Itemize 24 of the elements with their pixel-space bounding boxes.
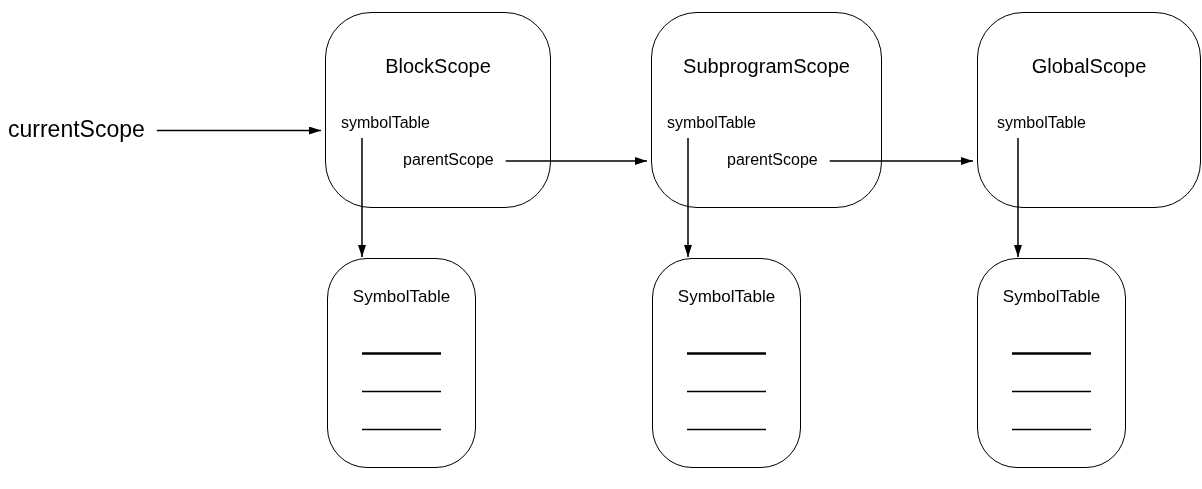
arrow	[156, 126, 322, 135]
scope-title: GlobalScope	[1030, 55, 1148, 78]
symbol-table-box	[652, 258, 801, 468]
arrow	[829, 157, 974, 165]
arrow	[684, 137, 692, 258]
field-label: symbolTable	[667, 114, 756, 132]
table-title: SymbolTable	[351, 287, 452, 307]
field-label: parentScope	[727, 151, 818, 169]
table-title: SymbolTable	[1001, 287, 1102, 307]
arrow	[1014, 137, 1022, 258]
arrow	[505, 157, 648, 165]
field-label: symbolTable	[997, 114, 1086, 132]
field-label: symbolTable	[341, 114, 430, 132]
pointer-label: currentScope	[8, 116, 145, 143]
symbol-table-box	[977, 258, 1126, 468]
field-label: parentScope	[403, 151, 494, 169]
scope-title: SubprogramScope	[682, 55, 851, 78]
symbol-table-box	[327, 258, 476, 468]
table-title: SymbolTable	[676, 287, 777, 307]
scope-box	[651, 12, 882, 208]
scope-box	[325, 12, 551, 208]
arrow	[358, 137, 366, 258]
scope-box	[977, 12, 1201, 208]
scope-title: BlockScope	[384, 55, 492, 78]
